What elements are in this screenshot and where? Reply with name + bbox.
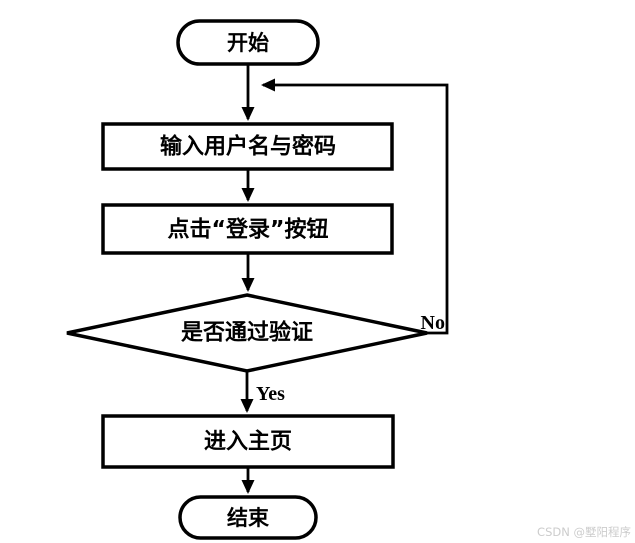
enter-home-shape [101, 414, 395, 469]
node-enter-home: 进入主页 [101, 414, 395, 469]
node-end: 结束 [178, 495, 318, 540]
start-terminator-shape [176, 19, 320, 66]
csdn-watermark: CSDN @墅阳程序 [537, 525, 631, 539]
verify-decision-shape [66, 293, 428, 373]
click-login-shape [101, 203, 394, 255]
edge-no-feedback [261, 78, 449, 335]
node-click-login: 点击“登录”按钮 [101, 203, 394, 255]
node-input-credentials: 输入用户名与密码 [101, 122, 394, 171]
verify-label: 是否通过验证 [181, 320, 313, 346]
enter-home-label: 进入主页 [204, 430, 292, 455]
node-verify: 是否通过验证 [66, 293, 428, 373]
yes-edge-label: Yes [256, 383, 285, 405]
end-terminator-shape [178, 495, 318, 540]
start-label: 开始 [227, 31, 269, 55]
click-login-label: 点击“登录”按钮 [168, 217, 329, 243]
input-credentials-shape [101, 122, 394, 171]
node-start: 开始 [176, 19, 320, 66]
end-label: 结束 [227, 506, 270, 530]
input-credentials-label: 输入用户名与密码 [160, 134, 336, 160]
no-edge-label: No [421, 312, 445, 334]
